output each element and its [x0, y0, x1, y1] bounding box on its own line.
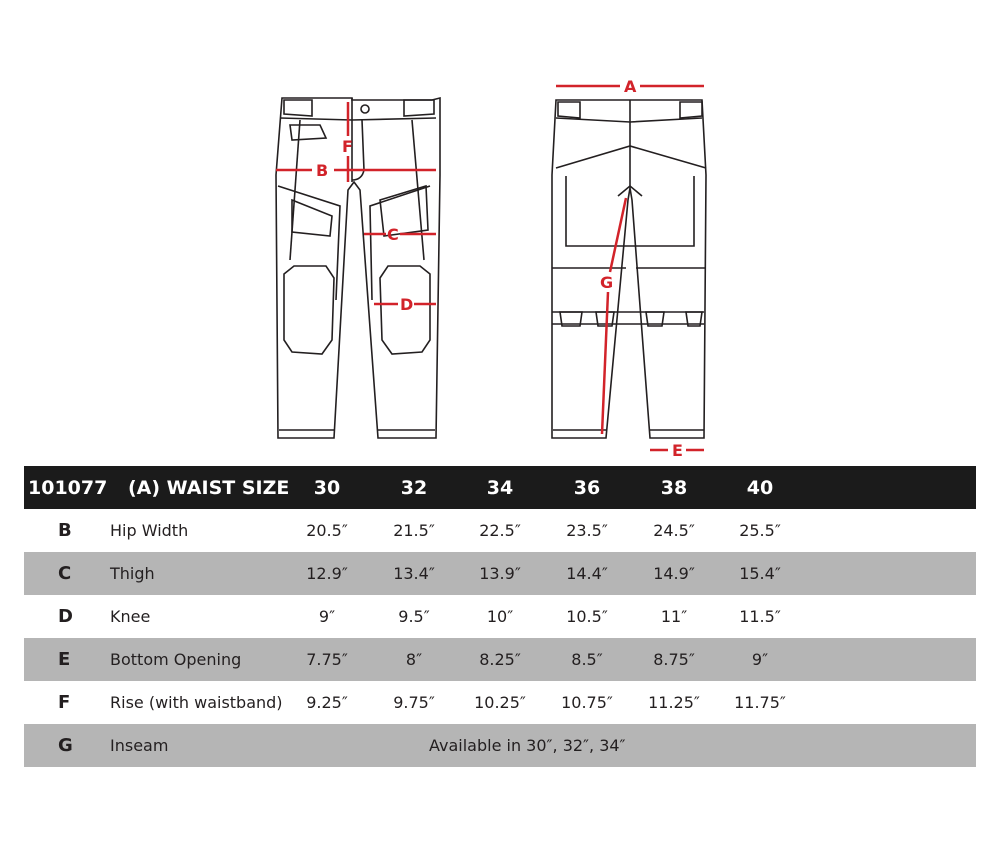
table-cell: 9.5″ [398, 607, 430, 626]
measure-label-f: F [342, 137, 353, 156]
table-cell: 21.5″ [393, 521, 435, 540]
table-cell: 15.4″ [739, 564, 781, 583]
table-cell: 20.5″ [306, 521, 348, 540]
table-cell: 24.5″ [653, 521, 695, 540]
measure-name: Bottom Opening [110, 650, 242, 669]
table-cell: 10.25″ [474, 693, 526, 712]
table-cell: 9″ [318, 607, 336, 626]
measure-letter: C [58, 563, 72, 584]
measure-letter: E [58, 649, 71, 670]
table-cell: 10.75″ [561, 693, 613, 712]
table-cell: 10.5″ [566, 607, 608, 626]
table-cell: 14.9″ [653, 564, 695, 583]
inseam-availability-note: Available in 30″, 32″, 34″ [429, 736, 626, 755]
measure-letter: G [58, 735, 73, 756]
size-header: 38 [660, 476, 688, 499]
table-cell: 9″ [751, 650, 769, 669]
measure-label-c: C [387, 225, 399, 244]
measure-name: Knee [110, 607, 151, 626]
size-header: 40 [746, 476, 774, 499]
table-row-knee: D Knee 9″ 9.5″ 10″ 10.5″ 11″ 11.5″ [24, 595, 976, 638]
size-header: 30 [313, 476, 341, 499]
measure-name: Hip Width [110, 521, 189, 540]
table-cell: 13.4″ [393, 564, 435, 583]
measure-letter: D [58, 606, 73, 627]
table-row-bottom-opening: E Bottom Opening 7.75″ 8″ 8.25″ 8.5″ 8.7… [24, 638, 976, 681]
measure-name: Inseam [110, 736, 169, 755]
table-cell: 9.25″ [306, 693, 348, 712]
back-view-drawing [551, 99, 707, 439]
table-header-row: 101077 (A) WAIST SIZE 30 32 34 36 38 40 [24, 466, 976, 509]
measure-letter: F [58, 692, 71, 713]
size-chart-table: 101077 (A) WAIST SIZE 30 32 34 36 38 40 … [24, 466, 976, 767]
table-cell: 7.75″ [306, 650, 348, 669]
table-cell: 9.75″ [393, 693, 435, 712]
table-cell: 11.25″ [648, 693, 700, 712]
measure-name: Rise (with waistband) [110, 693, 283, 712]
table-cell: 25.5″ [739, 521, 781, 540]
pants-diagrams: A B F C D G E [275, 77, 707, 460]
table-cell: 22.5″ [479, 521, 521, 540]
measure-letter: B [58, 520, 72, 541]
table-cell: 8″ [405, 650, 423, 669]
table-row-thigh: C Thigh 12.9″ 13.4″ 13.9″ 14.4″ 14.9″ 15… [24, 552, 976, 595]
measure-name: Thigh [110, 564, 155, 583]
table-cell: 8.75″ [653, 650, 695, 669]
table-row-inseam: G Inseam Available in 30″, 32″, 34″ [24, 724, 976, 767]
waist-size-label: (A) WAIST SIZE [128, 476, 290, 499]
table-cell: 11.5″ [739, 607, 781, 626]
table-cell: 12.9″ [306, 564, 348, 583]
product-code: 101077 [28, 476, 108, 499]
size-header: 36 [573, 476, 601, 499]
measure-label-g: G [600, 273, 613, 292]
measure-label-d: D [400, 295, 413, 314]
size-header: 32 [400, 476, 428, 499]
table-cell: 14.4″ [566, 564, 608, 583]
front-view-drawing [275, 96, 441, 439]
table-cell: 11″ [660, 607, 688, 626]
pants-line-drawing: A B F C D G E [275, 77, 707, 460]
table-row-hip-width: B Hip Width 20.5″ 21.5″ 22.5″ 23.5″ 24.5… [24, 509, 976, 552]
measure-label-a: A [624, 77, 637, 96]
table-cell: 10″ [486, 607, 514, 626]
table-cell: 8.25″ [479, 650, 521, 669]
measurement-lines [276, 84, 704, 452]
measure-label-e: E [672, 441, 683, 460]
table-cell: 13.9″ [479, 564, 521, 583]
table-cell: 23.5″ [566, 521, 608, 540]
table-row-rise: F Rise (with waistband) 9.25″ 9.75″ 10.2… [24, 681, 976, 724]
measure-label-b: B [316, 161, 328, 180]
size-header: 34 [486, 476, 514, 499]
table-cell: 8.5″ [571, 650, 603, 669]
table-cell: 11.75″ [734, 693, 786, 712]
